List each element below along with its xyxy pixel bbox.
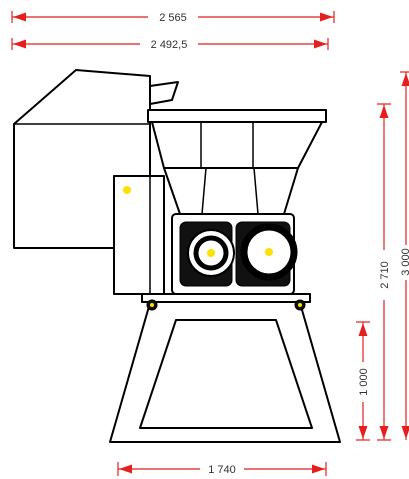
hopper-lower-divider-1 xyxy=(201,167,207,215)
dim-top-overall-bg xyxy=(148,10,198,24)
marker-icon xyxy=(207,249,215,257)
dim-top-overall-label: 2 565 xyxy=(159,12,187,24)
marker-icon xyxy=(150,303,154,307)
drive-housing xyxy=(113,175,165,295)
rotor-left xyxy=(179,221,235,287)
dim-bottom-width-bg xyxy=(200,462,244,476)
dim-right-height-label: 2 710 xyxy=(379,261,391,289)
dim-top-second-bg xyxy=(140,37,198,51)
arrow-left-icon xyxy=(13,39,26,49)
arrow-down-icon xyxy=(358,426,368,439)
rotor-right xyxy=(235,221,298,287)
arrow-up-icon xyxy=(358,323,368,336)
marker-icon xyxy=(123,186,131,194)
dim-right-clipped-label: 3 000 xyxy=(400,248,409,276)
marker-icon xyxy=(265,248,273,256)
arrow-down-icon xyxy=(379,426,389,439)
base-stand-inner xyxy=(139,319,313,429)
mounting-rail xyxy=(141,293,311,303)
dim-right-height-bg xyxy=(377,250,391,300)
dim-bottom-width-label: 1 740 xyxy=(208,464,236,476)
arrow-right-icon xyxy=(312,464,325,474)
marker-icon xyxy=(298,303,302,307)
arrow-down-icon xyxy=(401,426,409,439)
dim-right-lower-bg xyxy=(356,362,370,402)
hopper-lower xyxy=(163,167,299,215)
arrow-up-icon xyxy=(379,105,389,118)
hopper-upper xyxy=(151,121,323,169)
dim-bottom-width: 1 740 xyxy=(117,462,327,476)
dim-right-height: 2 710 xyxy=(377,103,391,441)
machine-body xyxy=(13,69,341,443)
arrow-left-icon xyxy=(13,12,26,22)
arrow-left-icon xyxy=(119,464,132,474)
hopper-top-frame xyxy=(147,109,327,123)
dim-right-lower-label: 1 000 xyxy=(358,368,370,396)
dim-right-lower: 1 000 xyxy=(356,321,370,441)
arrow-up-icon xyxy=(401,73,409,86)
dim-top-second-label: 2 492,5 xyxy=(151,39,188,51)
dim-top-overall: 2 565 xyxy=(11,10,335,24)
arrow-right-icon xyxy=(320,12,333,22)
hopper-lower-divider-2 xyxy=(253,167,259,215)
dim-top-second: 2 492,5 xyxy=(11,37,329,51)
dim-right-clipped: 3 000 xyxy=(400,71,409,440)
feed-chute xyxy=(149,81,179,105)
arrow-right-icon xyxy=(314,39,327,49)
